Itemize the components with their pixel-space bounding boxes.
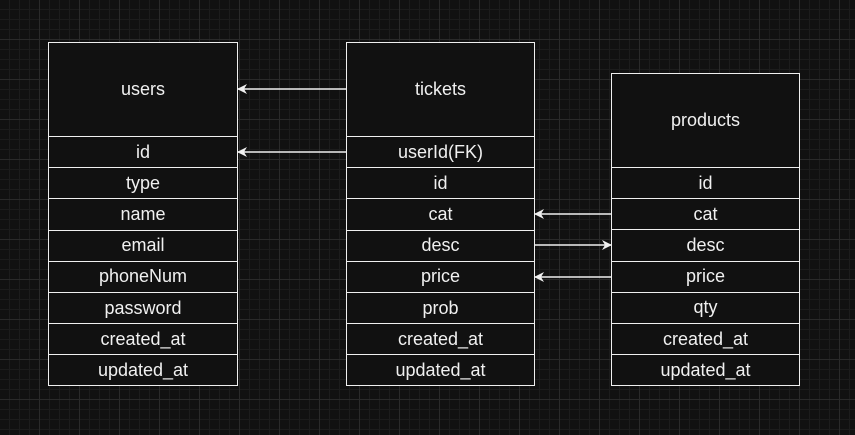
tickets-field-updated-at: updated_at <box>395 360 486 381</box>
users-field-phonenum: phoneNum <box>49 262 237 293</box>
tickets-field-desc: desc <box>347 231 534 262</box>
products-field-cat: cat <box>612 199 799 231</box>
users-table[interactable]: users id type name email phoneNum passwo… <box>48 42 238 386</box>
products-field-id: id <box>612 168 799 200</box>
users-field-name: name <box>49 199 237 231</box>
tickets-field-created-at: created_at <box>347 324 534 356</box>
users-field-password: password <box>49 293 237 325</box>
users-field-type: type <box>49 168 237 200</box>
tickets-table[interactable]: tickets userId(FK) id cat desc price pro… <box>346 42 535 386</box>
tickets-field-prob: prob <box>347 293 534 325</box>
users-field-updated-at: updated_at <box>97 360 189 381</box>
products-table[interactable]: products id cat desc price qty created_a… <box>611 73 800 386</box>
products-field-created-at: created_at <box>612 324 799 356</box>
users-table-title: users <box>49 43 237 137</box>
users-field-id: id <box>49 137 237 169</box>
products-field-price: price <box>612 262 799 293</box>
products-field-qty: qty <box>612 293 799 324</box>
products-field-desc: desc <box>612 230 799 262</box>
tickets-field-userid-fk: userId(FK) <box>347 137 534 169</box>
products-field-updated-at: updated_at <box>660 360 751 381</box>
tickets-field-cat: cat <box>347 199 534 231</box>
users-field-created-at: created_at <box>49 324 237 356</box>
users-field-email: email <box>49 231 237 262</box>
tickets-field-id: id <box>347 168 534 200</box>
tickets-field-price: price <box>347 262 534 293</box>
tickets-table-title: tickets <box>347 43 534 137</box>
products-table-title: products <box>612 74 799 168</box>
